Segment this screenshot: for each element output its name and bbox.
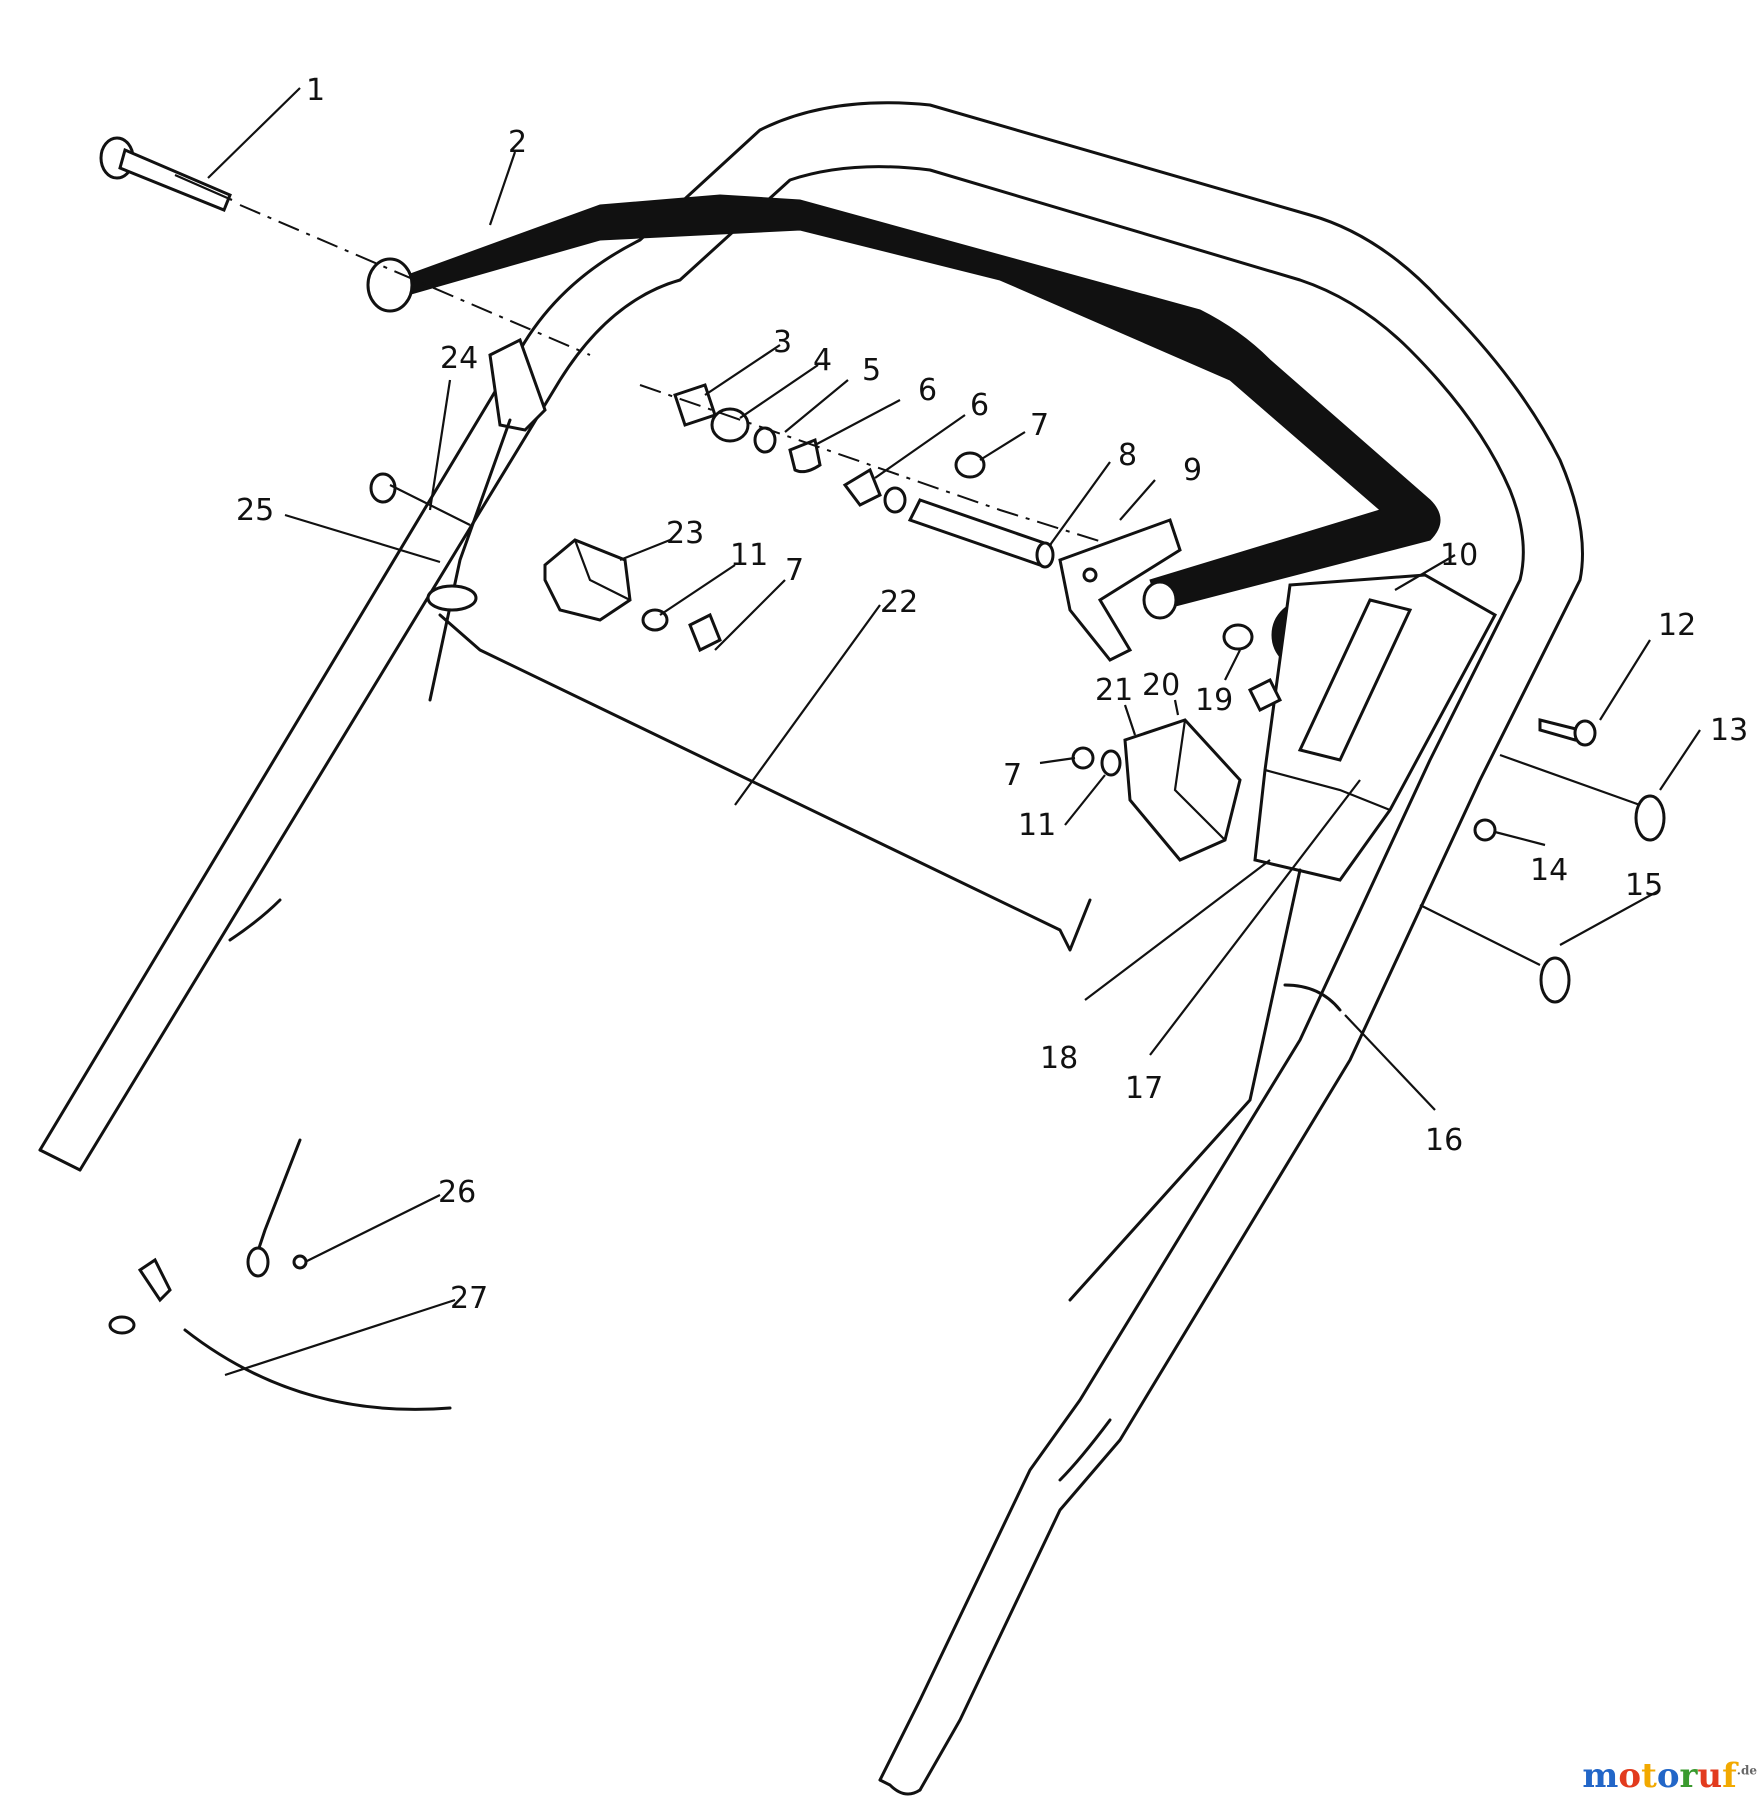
label-8: 8 [1118,438,1137,473]
label-23: 23 [666,516,704,551]
label-7a: 7 [1030,408,1049,443]
bracket-9 [1058,518,1182,662]
label-4: 4 [813,343,832,378]
label-11a: 11 [1018,808,1056,843]
label-3: 3 [773,325,792,360]
control-rod-22 [438,613,1092,952]
label-15: 15 [1625,868,1663,903]
label-14: 14 [1530,853,1568,888]
right-bolts [1419,718,1666,1004]
strap-and-cables [108,868,1342,1411]
label-10: 10 [1440,538,1478,573]
switch-block [1071,677,1283,862]
leader-lines [207,87,1701,1377]
label-18: 18 [1040,1041,1078,1076]
grip-bar [366,194,1441,620]
pivot-rod [907,498,1055,569]
watermark-letter: f [1722,1756,1737,1796]
label-2: 2 [508,125,527,160]
label-16: 16 [1425,1123,1463,1158]
label-22: 22 [880,585,918,620]
label-7c: 7 [785,553,804,588]
label-6a: 6 [918,373,937,408]
carriage-bolt-1 [99,136,233,212]
watermark-letter: r [1679,1756,1698,1796]
spacer-stack [673,383,986,514]
label-21: 21 [1095,673,1133,708]
label-24: 24 [440,341,478,376]
clip-23 [543,538,722,653]
grip-end-cap [366,257,414,313]
label-7b: 7 [1003,758,1022,793]
handle-frame [38,101,1584,1796]
label-25: 25 [236,493,274,528]
label-26: 26 [438,1175,476,1210]
label-20: 20 [1142,668,1180,703]
label-1: 1 [306,73,325,108]
label-19: 19 [1195,683,1233,718]
label-13: 13 [1710,713,1748,748]
watermark-letter: o [1618,1756,1642,1796]
cable-24-25 [369,337,547,702]
watermark-letter: m [1582,1756,1619,1796]
center-line [239,204,591,356]
spacer-19 [1222,623,1254,651]
watermark-logo: motoruf.de [1582,1756,1757,1796]
watermark-letter: o [1656,1756,1680,1796]
label-17: 17 [1125,1071,1163,1106]
label-9: 9 [1183,453,1202,488]
control-box [1253,573,1498,882]
label-12: 12 [1658,608,1696,643]
watermark-suffix: .de [1736,1763,1757,1778]
label-5: 5 [862,353,881,388]
watermark-letter: t [1641,1756,1657,1796]
watermark-letter: u [1697,1756,1723,1796]
label-27: 27 [450,1281,488,1316]
label-6b: 6 [970,388,989,423]
label-11b: 11 [730,538,768,573]
part-labels: 1 2 3 4 5 6 6 7 8 9 10 12 13 14 15 16 17… [236,73,1748,1316]
